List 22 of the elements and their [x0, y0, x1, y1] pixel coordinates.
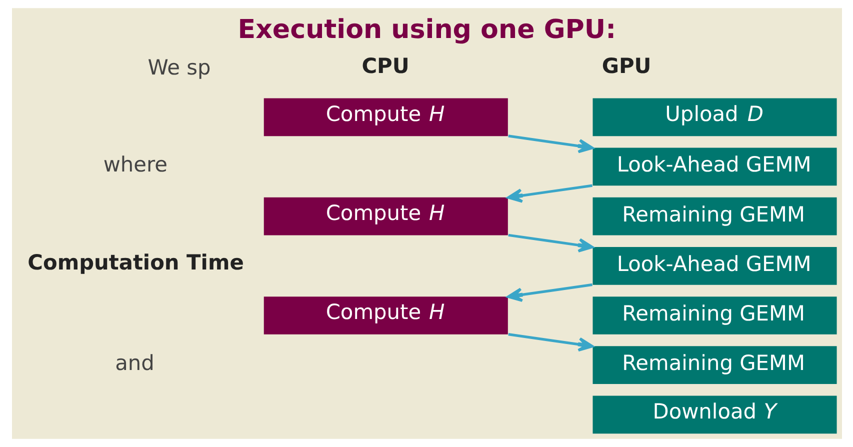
label: GPU — [601, 54, 651, 78]
arrow — [506, 283, 592, 302]
node-box: Look-Ahead GEMM — [592, 247, 836, 285]
node-box: Compute H — [263, 296, 508, 334]
node-box: Look-Ahead GEMM — [592, 148, 836, 186]
label: CPU — [361, 54, 409, 78]
label: where — [102, 152, 167, 177]
arrow — [508, 234, 593, 252]
node-box: Remaining GEMM — [592, 346, 836, 384]
label: and — [114, 351, 154, 376]
node-box: Upload D — [592, 98, 836, 136]
arrow — [508, 134, 593, 154]
node-box: Remaining GEMM — [592, 197, 836, 236]
label: We sp — [147, 55, 210, 80]
node-box: Compute H — [263, 197, 508, 236]
arrow — [506, 184, 592, 203]
node-box: Compute H — [263, 98, 508, 136]
diagram-title: Execution using one GPU: — [237, 15, 616, 46]
label: Computation Time — [27, 250, 244, 275]
node-box: Remaining GEMM — [592, 296, 836, 334]
node-box: Download Y — [592, 396, 836, 434]
arrow — [508, 333, 593, 352]
